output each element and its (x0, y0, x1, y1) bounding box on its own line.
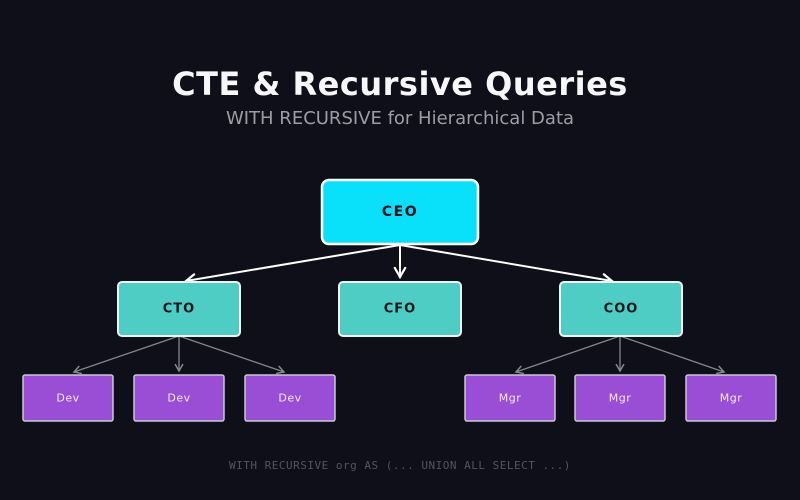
node-ceo-label: CEO (382, 204, 418, 220)
sql-snippet: WITH RECURSIVE org AS (... UNION ALL SEL… (229, 459, 571, 472)
edge-coo-mgr3 (619, 335, 726, 375)
edge-ceo-coo (399, 244, 615, 286)
node-mgr2: Mgr (574, 374, 666, 422)
node-mgr3-box (685, 374, 777, 422)
node-dev3-box (244, 374, 336, 422)
node-mgr2-label: Mgr (609, 392, 632, 405)
node-ceo-box (320, 178, 480, 246)
node-cfo-label: CFO (384, 302, 416, 317)
node-mgr3-label: Mgr (720, 392, 743, 405)
node-cto-box (117, 281, 241, 337)
node-cfo-box (338, 281, 462, 337)
node-mgr1: Mgr (464, 374, 556, 422)
node-cfo: CFO (338, 281, 462, 337)
node-mgr3: Mgr (685, 374, 777, 422)
node-ceo: CEO (320, 178, 480, 246)
node-dev2: Dev (133, 374, 225, 422)
node-dev1-box (22, 374, 114, 422)
node-mgr2-box (574, 374, 666, 422)
node-dev3: Dev (244, 374, 336, 422)
node-dev2-box (133, 374, 225, 422)
edge-cto-dev3 (178, 335, 286, 375)
node-cto-label: CTO (163, 302, 195, 317)
node-cto: CTO (117, 281, 241, 337)
node-coo-label: COO (604, 302, 639, 317)
node-dev1: Dev (22, 374, 114, 422)
node-coo: COO (559, 281, 683, 337)
edge-ceo-cto (183, 244, 401, 286)
page-subtitle: WITH RECURSIVE for Hierarchical Data (225, 108, 575, 129)
node-mgr1-label: Mgr (499, 392, 522, 405)
node-coo-box (559, 281, 683, 337)
page-title: CTE & Recursive Queries (172, 65, 628, 104)
edge-coo-mgr1 (514, 335, 621, 375)
edge-cto-dev1 (72, 335, 180, 375)
node-mgr1-box (464, 374, 556, 422)
node-dev3-label: Dev (278, 392, 301, 405)
node-dev1-label: Dev (56, 392, 79, 405)
node-dev2-label: Dev (167, 392, 190, 405)
